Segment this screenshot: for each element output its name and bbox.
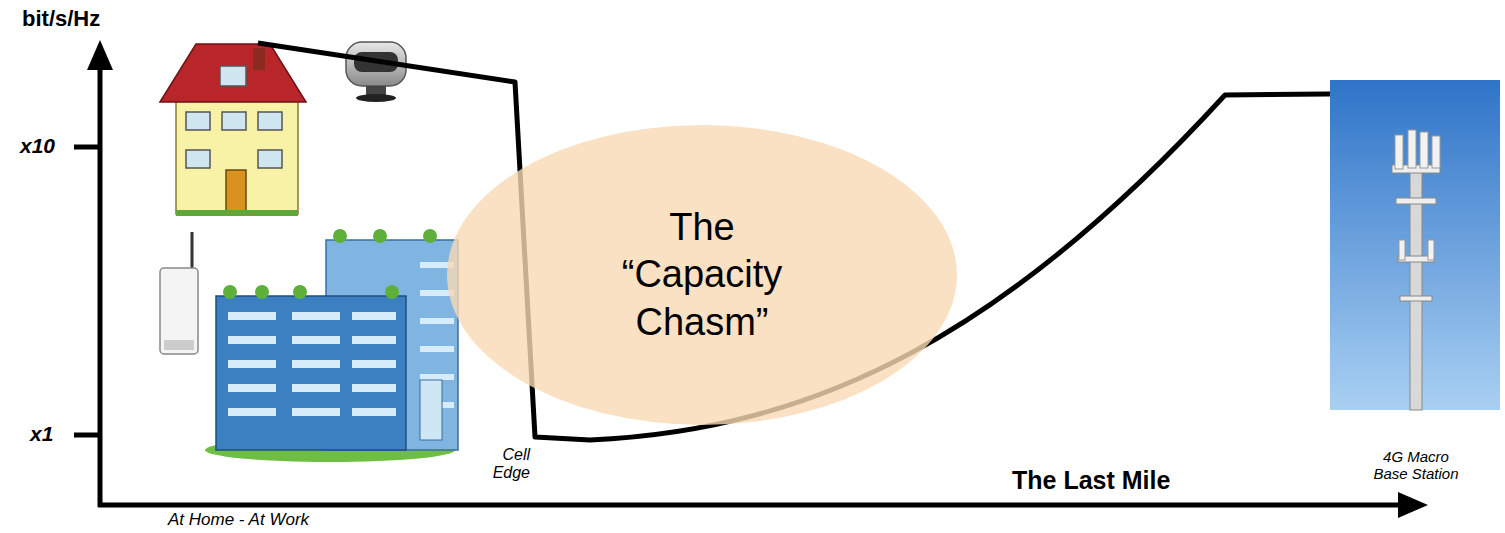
capacity-curve bbox=[258, 43, 1440, 440]
office-buildings bbox=[205, 229, 458, 462]
base-station-photo bbox=[1330, 80, 1500, 410]
house-icon bbox=[160, 44, 306, 216]
location-label: 4G Macro Base Station bbox=[1366, 448, 1466, 483]
tick-label: x10 bbox=[20, 134, 55, 158]
tick-label: x1 bbox=[30, 422, 53, 446]
axis-title: The Last Mile bbox=[1012, 466, 1170, 495]
femtocell-device bbox=[346, 42, 406, 102]
axis-unit: bit/s/Hz bbox=[22, 6, 100, 31]
wifi-router bbox=[160, 232, 198, 354]
chasm-ellipse: The “Capacity Chasm” bbox=[446, 124, 958, 426]
location-label: At Home - At Work bbox=[168, 510, 309, 530]
axes bbox=[74, 40, 1428, 518]
location-label: Cell Edge bbox=[476, 446, 530, 483]
chasm-text: The “Capacity Chasm” bbox=[592, 204, 812, 347]
